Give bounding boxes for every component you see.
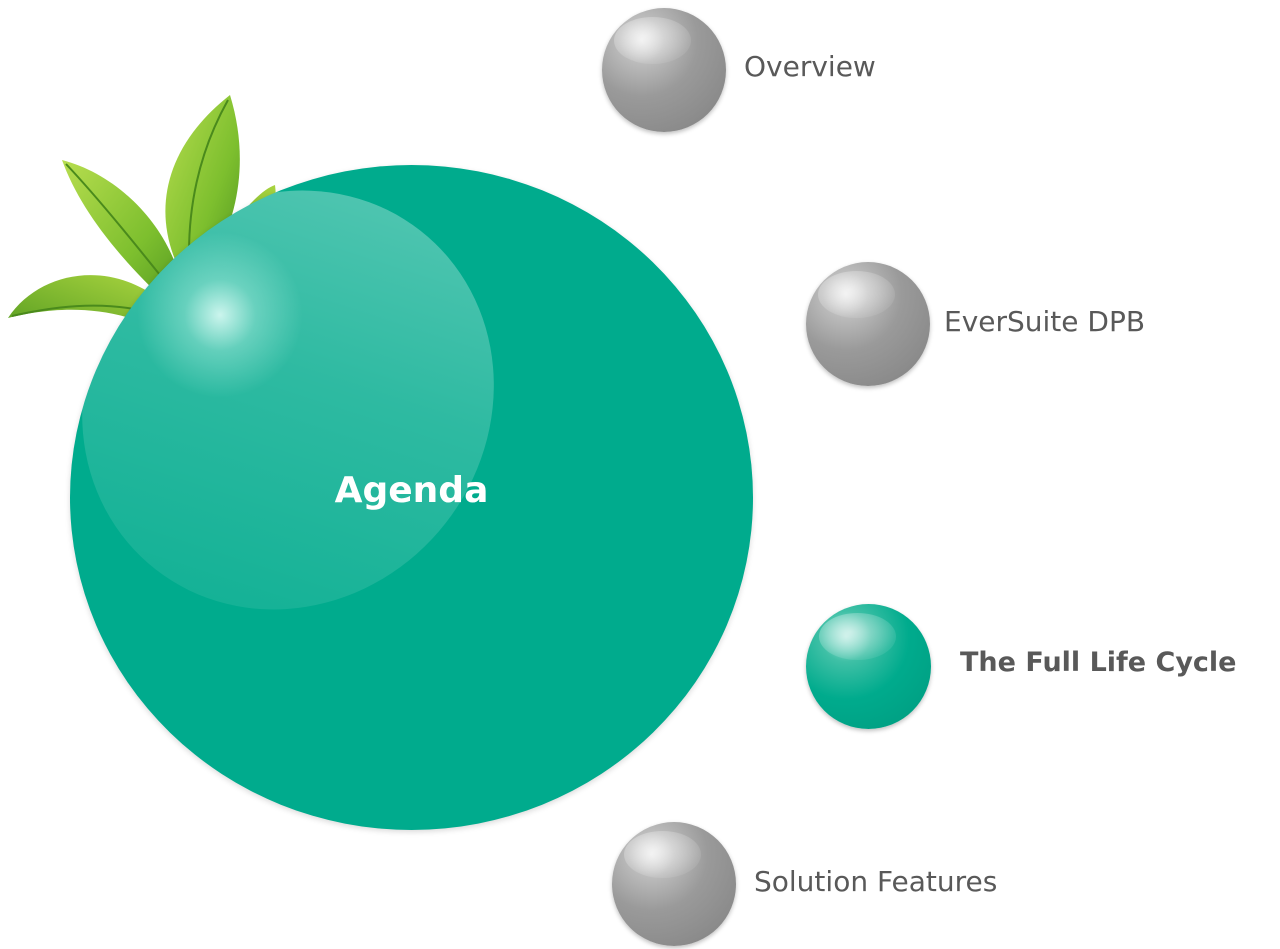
agenda-title: Agenda [334,470,489,511]
agenda-node-full-life-cycle[interactable] [806,604,931,729]
agenda-item-eversuite-dpb-label[interactable]: EverSuite DPB [944,305,1146,338]
agenda-item-overview-label[interactable]: Overview [744,50,876,83]
main-circle-highlight [130,225,310,405]
agenda-item-solution-features-label[interactable]: Solution Features [754,865,998,898]
agenda-main-circle [70,165,753,830]
agenda-item-full-life-cycle-label[interactable]: The Full Life Cycle [960,647,1237,678]
leaf-left [8,275,160,330]
agenda-node-overview[interactable] [602,8,726,132]
agenda-node-solution-features[interactable] [612,822,736,946]
agenda-node-eversuite-dpb[interactable] [806,262,930,386]
